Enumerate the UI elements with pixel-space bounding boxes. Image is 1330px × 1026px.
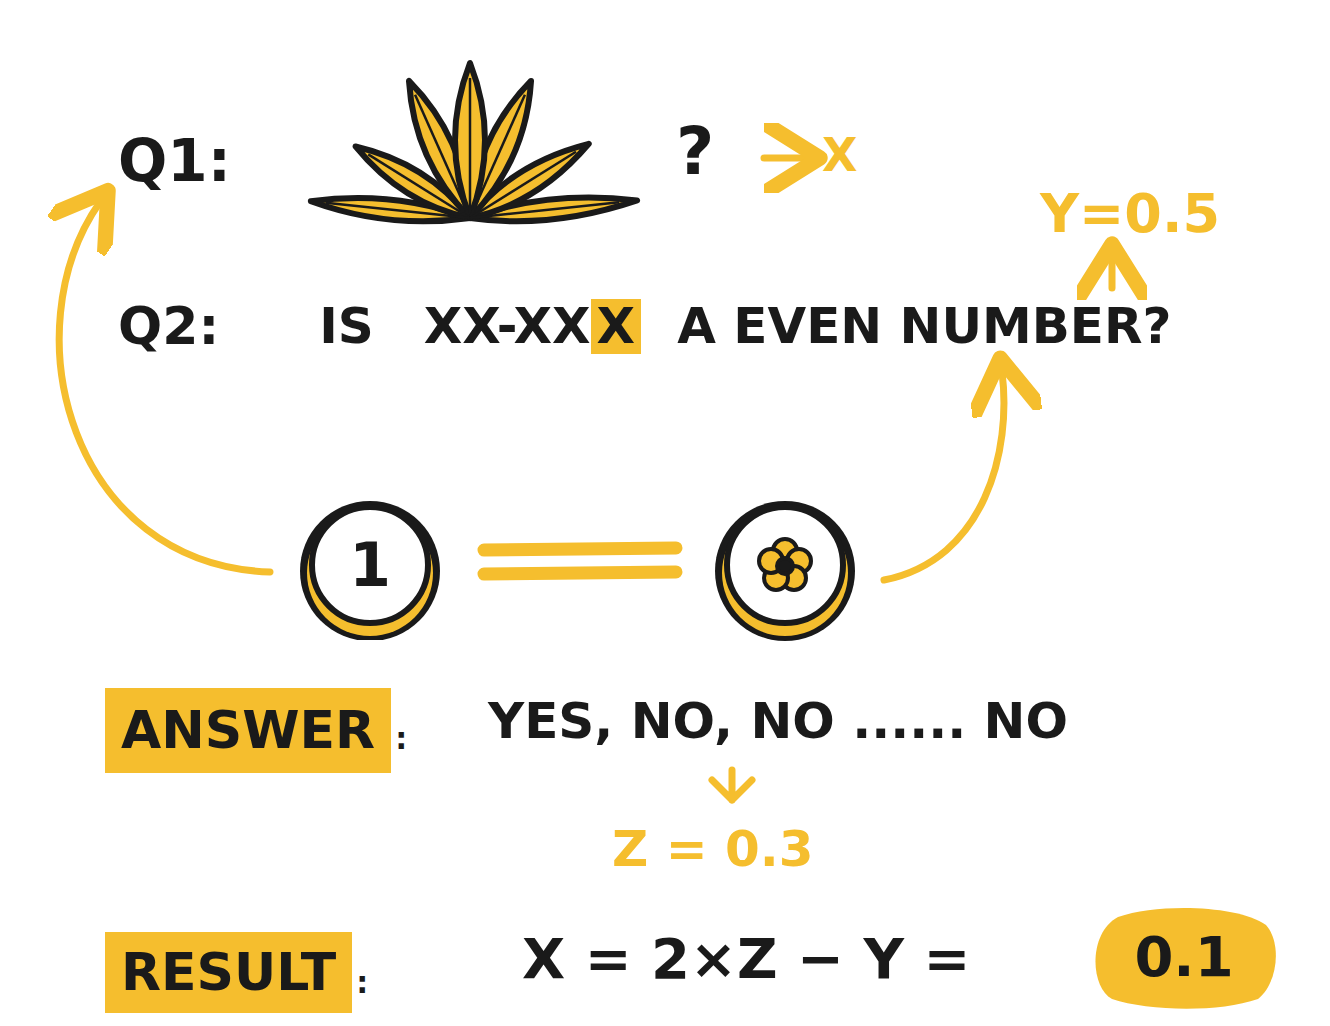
flower-coin (715, 501, 855, 641)
coin-face (312, 507, 428, 623)
probability-z: Z = 0.3 (612, 822, 814, 877)
vein (326, 203, 470, 218)
result-blob: 0.1 (1088, 903, 1280, 1011)
yellow-chevron (712, 770, 752, 800)
value-text: 1 (349, 532, 391, 598)
colon: : (395, 722, 407, 755)
result-formula: X = 2×Z − Y = (522, 928, 970, 990)
label-box: RESULT (105, 932, 352, 1013)
label-box: ANSWER (105, 688, 391, 773)
curved-arrow (884, 372, 1004, 580)
value-text: 0.1 (1134, 926, 1233, 988)
yellow-arrow (764, 155, 806, 162)
leaflet (457, 75, 544, 223)
leaf-veins (326, 78, 619, 218)
box-text: ANSWER (121, 702, 375, 759)
coin-rim (715, 501, 855, 641)
coin-face (727, 507, 843, 623)
question-row: Q2: IS XX-XXX A EVEN NUMBER? (118, 298, 1172, 355)
equals-sign (484, 548, 676, 574)
box-text: RESULT (121, 944, 336, 1001)
flower-icon (759, 539, 811, 590)
question-label: Q1: (118, 130, 231, 194)
equals-bar (484, 572, 676, 574)
question-text: A EVEN NUMBER? (677, 299, 1171, 354)
question-label: Q2: (118, 298, 219, 355)
colon: : (356, 966, 368, 999)
yellow-arrow (1109, 258, 1116, 288)
vein (470, 202, 619, 218)
highlight-box: X (591, 299, 642, 354)
probability-y: Y=0.5 (1040, 184, 1220, 243)
answer-sequence: YES, NO, NO ...... NO (488, 694, 1068, 749)
question-mark: ? (676, 116, 714, 189)
equals-bar (484, 548, 676, 550)
question-text: XX-XX (424, 299, 591, 354)
leaf-illustration (310, 63, 638, 228)
box-text: X (597, 299, 636, 354)
coin-circle: 1 (295, 490, 445, 640)
variable-x: X (822, 130, 857, 181)
flower-center (777, 558, 793, 574)
question-text: IS (319, 299, 374, 354)
coin-rim (300, 501, 440, 640)
curved-arrow (59, 202, 270, 572)
leaflet (396, 75, 483, 223)
vein (469, 78, 472, 218)
blob-fill (1095, 908, 1275, 1009)
